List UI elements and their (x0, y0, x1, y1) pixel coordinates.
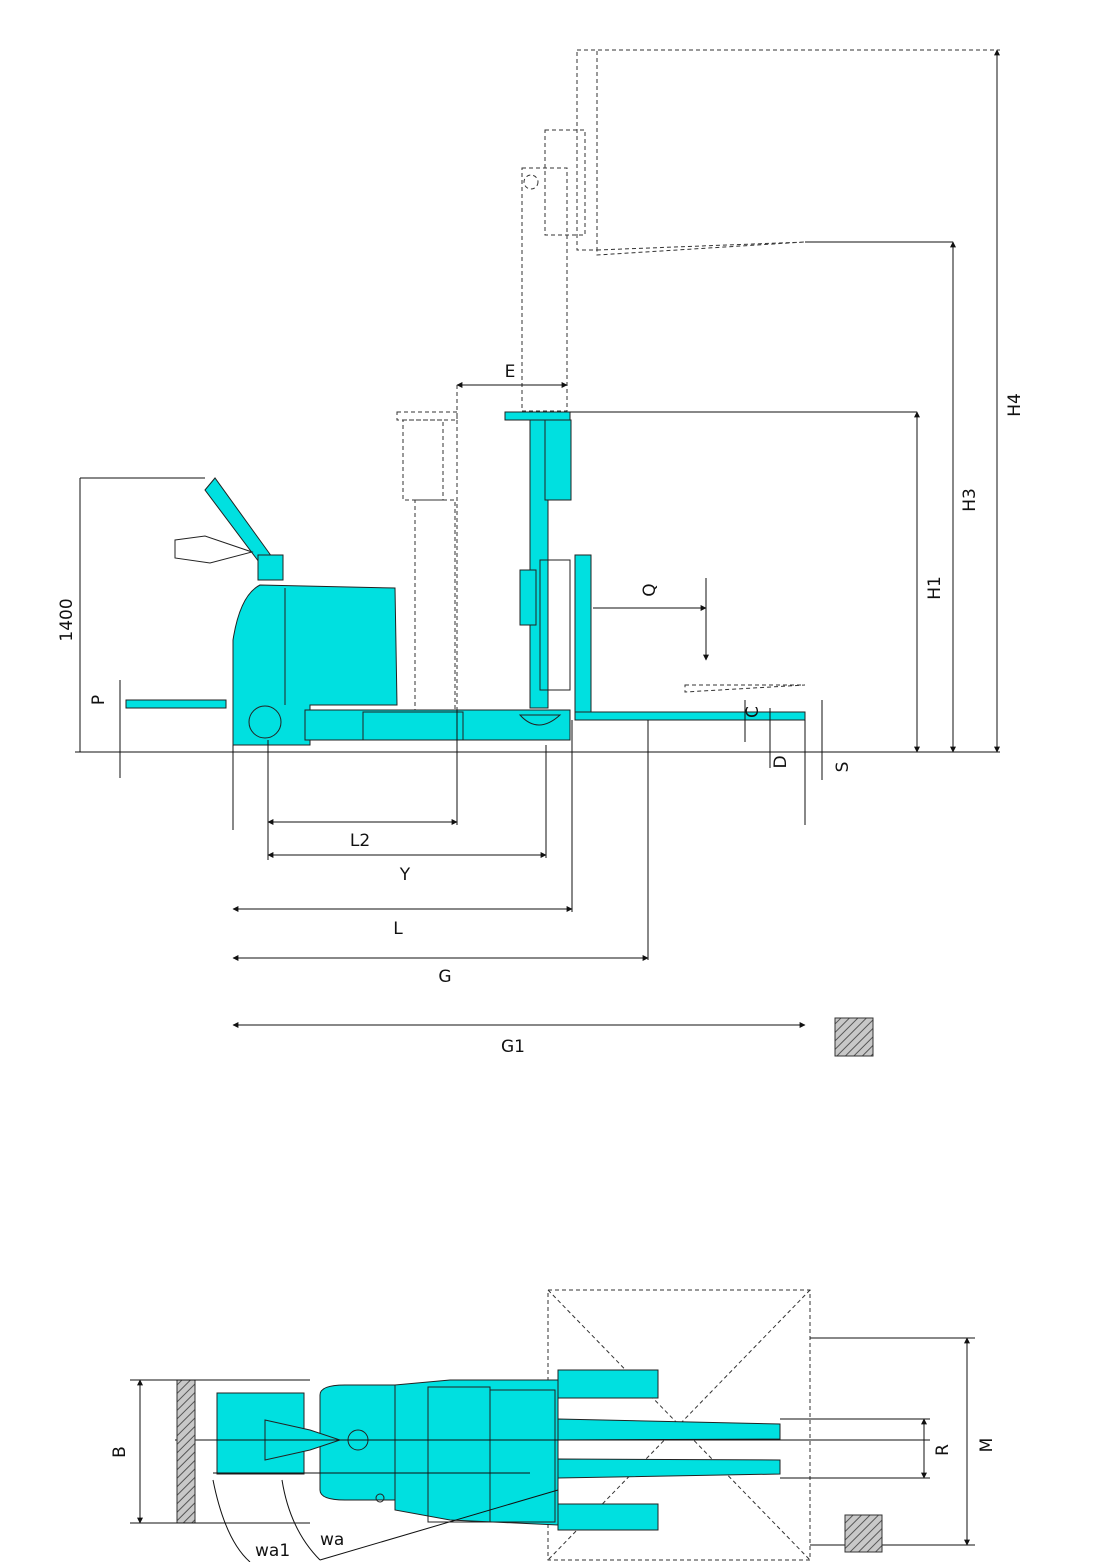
dimension-b: B (110, 1379, 310, 1524)
dimension-heights: H1 H3 H4 (570, 49, 1025, 753)
label-g: G (438, 967, 451, 987)
label-h3: H3 (960, 488, 980, 512)
extended-mast (521, 49, 1000, 412)
label-1400: 1400 (57, 598, 77, 641)
label-wa1: wa1 (255, 1541, 290, 1561)
side-view: 1400 P E Q C D S (57, 49, 1025, 1057)
hatch-symbol-top (844, 1514, 883, 1553)
label-c: C (743, 706, 763, 718)
dimension-q: Q (593, 578, 709, 661)
label-d: D (771, 755, 791, 768)
dimension-1400: 1400 (57, 477, 205, 752)
label-m: M (977, 1438, 997, 1453)
dimension-p: P (89, 680, 121, 778)
top-body (216, 1379, 559, 1526)
label-h1: H1 (925, 576, 945, 600)
label-y: Y (399, 865, 411, 885)
tiller (174, 477, 284, 581)
label-p: P (89, 695, 109, 705)
mast (504, 411, 572, 709)
dimension-m: M (810, 1337, 997, 1546)
label-b: B (110, 1446, 130, 1458)
dimension-lengths: L2 Y L G G1 (232, 710, 806, 1057)
reach-carriage (396, 385, 458, 711)
label-r: R (933, 1444, 953, 1456)
label-l: L (393, 919, 403, 939)
dimension-e: E (456, 362, 568, 388)
label-e: E (505, 362, 516, 382)
forks (574, 554, 806, 721)
top-forks (557, 1369, 781, 1531)
label-h4: H4 (1005, 393, 1025, 417)
label-g1: G1 (501, 1037, 525, 1057)
hatch-symbol-side (834, 1017, 874, 1057)
chassis (125, 584, 571, 746)
dimension-r: R (780, 1418, 953, 1479)
label-l2: L2 (350, 831, 370, 851)
hatch-bar (176, 1379, 196, 1524)
label-s: S (833, 762, 853, 773)
label-wa: wa (320, 1530, 344, 1550)
label-q: Q (640, 583, 660, 596)
top-view: B R M wa wa1 (110, 1289, 997, 1562)
turning-radius: wa wa1 (212, 1472, 559, 1562)
dimension-cds: C D S (743, 700, 853, 780)
